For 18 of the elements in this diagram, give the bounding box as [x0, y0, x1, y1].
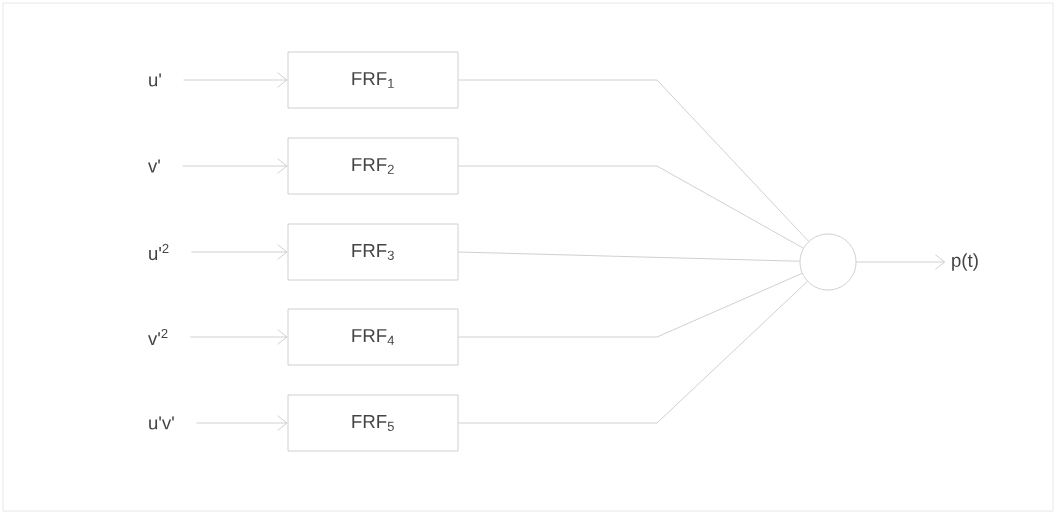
- input-label: u': [149, 73, 161, 87]
- process-box: FRF$_{1}$: [287, 51, 459, 109]
- arrow: [191, 244, 288, 260]
- input-label: u'v': [149, 416, 174, 430]
- process-box: FRF$_{5}$: [287, 394, 459, 452]
- input-label: v': [148, 159, 160, 173]
- output-label: p(t): [952, 253, 978, 271]
- process-box: FRF$_{3}$: [287, 223, 459, 281]
- arrow: [189, 329, 288, 345]
- arrow: [856, 254, 946, 270]
- process-box: FRF$_{2}$: [287, 137, 459, 195]
- arrow: [196, 415, 288, 431]
- input-label: v'$^{2}$: [148, 328, 168, 346]
- process-box: FRF$_{4}$: [287, 308, 459, 366]
- input-label: u'$^{2}$: [149, 243, 169, 261]
- arrow: [182, 158, 288, 174]
- arrow: [183, 72, 288, 88]
- summing-circle: [799, 233, 857, 291]
